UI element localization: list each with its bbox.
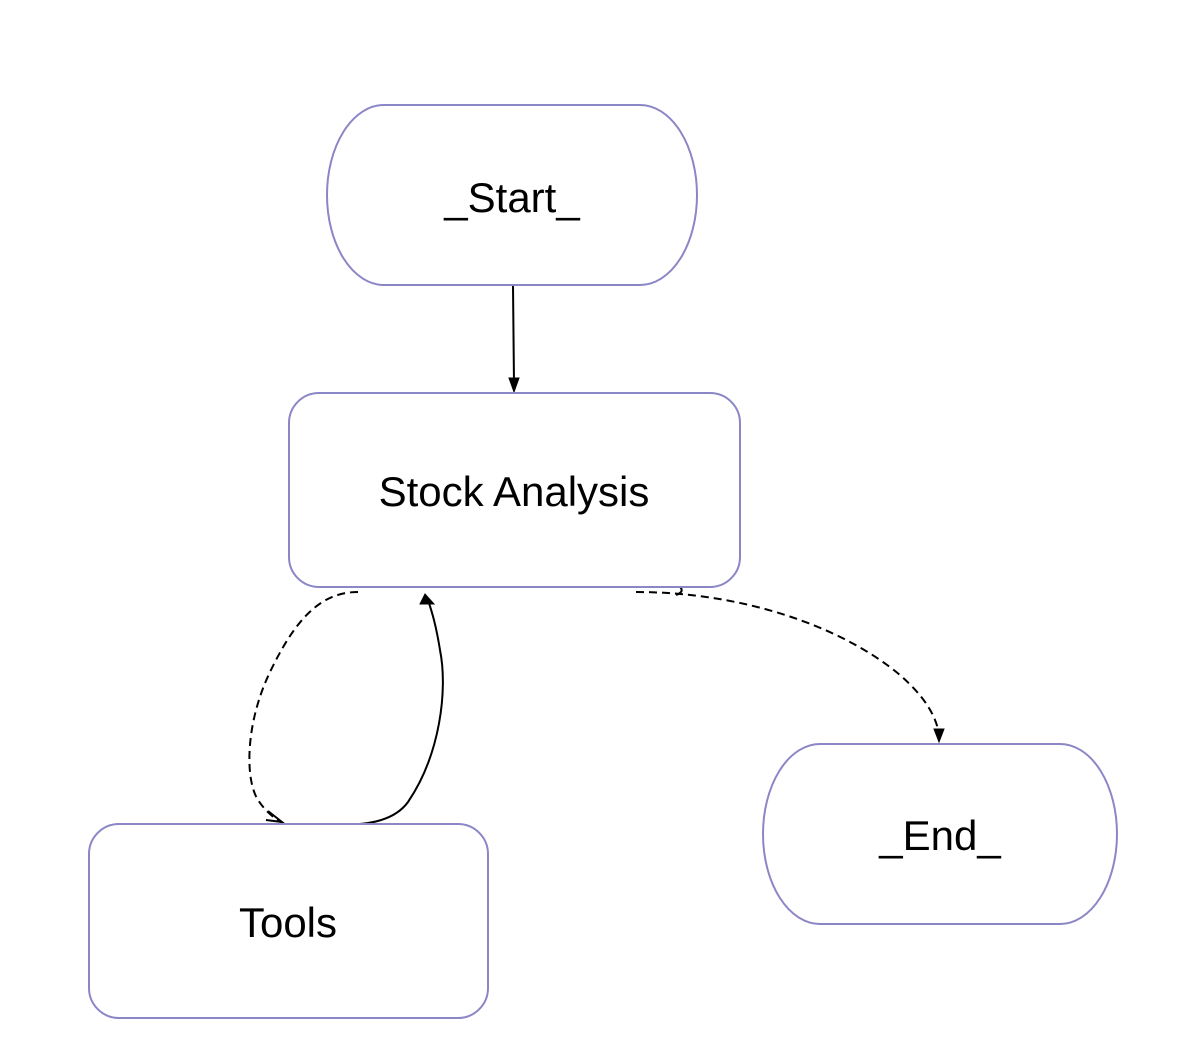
node-tools-label: Tools [239,899,337,946]
edge-stock-analysis-to-tools [248,591,359,823]
node-stock-analysis[interactable]: Stock Analysis [288,392,741,588]
node-stock-analysis-label: Stock Analysis [379,468,650,515]
arrowhead-stock-analysis-to-tools [265,810,286,824]
arrowhead-stock-analysis-to-end [933,728,945,744]
arrowhead-tools-to-stock-analysis [419,593,436,605]
node-start-shape [326,104,698,286]
edge-stock-analysis-to-end [635,591,940,735]
node-start[interactable]: _Start_ [326,104,698,286]
node-tools[interactable]: Tools [88,823,489,1019]
node-start-label: _Start_ [443,174,580,221]
node-end[interactable]: _End_ [762,743,1118,925]
node-end-label: _End_ [878,812,1001,859]
node-stock-analysis-shape [288,392,741,588]
arrowhead-start-to-stock-analysis [508,377,520,394]
edge-start-to-stock-analysis [512,285,515,384]
node-end-shape [762,743,1118,925]
edge-tools-to-stock-analysis [339,599,444,826]
node-tools-shape [88,823,489,1019]
